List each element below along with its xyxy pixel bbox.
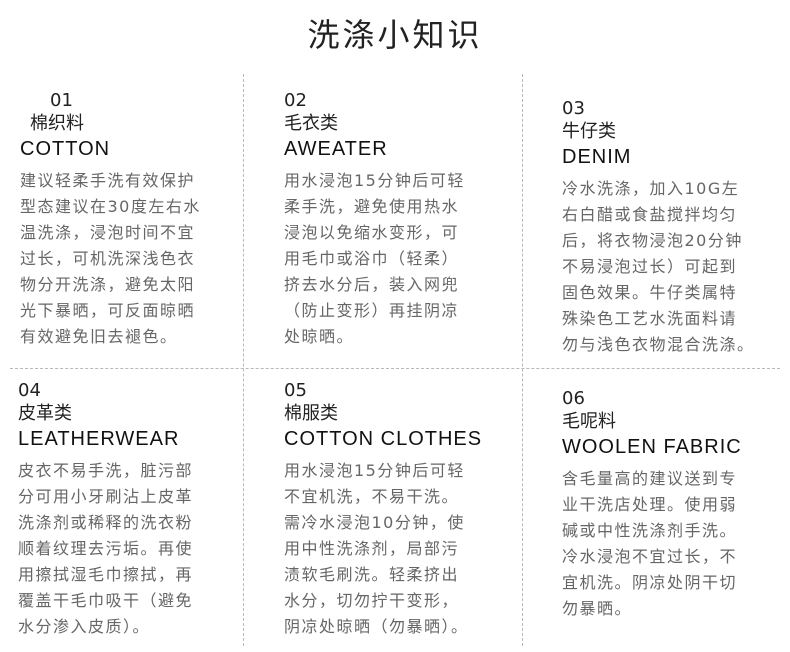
desc-line: 浸泡以免缩水变形，可: [284, 223, 460, 242]
desc-line: 宜机洗。阴凉处阴干切: [562, 573, 738, 592]
desc-line: 处晾晒。: [284, 327, 355, 346]
card-title-en: LEATHERWEAR: [18, 428, 180, 450]
desc-line: 物分开洗涤，避免太阳: [20, 275, 196, 294]
page-title: 洗涤小知识: [307, 16, 483, 54]
card-title-en: DENIM: [562, 146, 632, 168]
desc-line: 用中性洗涤剂，局部污: [284, 539, 460, 558]
desc-line: 洗涤剂或稀释的洗衣粉: [18, 513, 194, 532]
card-number: 04: [18, 380, 41, 401]
desc-line: （防止变形）再挂阴凉: [284, 301, 460, 320]
card-title-cn: 皮革类: [18, 403, 72, 424]
desc-line: 用擦拭湿毛巾擦拭，再: [18, 565, 194, 584]
desc-line: 用水浸泡15分钟后可轻: [284, 171, 465, 190]
card-cotton: 01 棉织料 COTTON 建议轻柔手洗有效保护 型态建议在30度左右水 温洗涤…: [20, 90, 242, 350]
desc-line: 顺着纹理去污垢。再使: [18, 539, 194, 558]
desc-line: 勿与浅色衣物混合洗涤。: [562, 335, 755, 354]
desc-line: 柔手洗，避免使用热水: [284, 197, 460, 216]
card-description: 用水浸泡15分钟后可轻 柔手洗，避免使用热水 浸泡以免缩水变形，可 用毛巾或浴巾…: [284, 168, 520, 350]
desc-line: 阴凉处晾晒（勿暴晒）。: [284, 617, 469, 636]
card-description: 皮衣不易手洗，脏污部 分可用小牙刷沾上皮革 洗涤剂或稀释的洗衣粉 顺着纹理去污垢…: [18, 458, 242, 640]
desc-line: 皮衣不易手洗，脏污部: [18, 461, 194, 480]
desc-line: 用水浸泡15分钟后可轻: [284, 461, 465, 480]
desc-line: 冷水浸泡不宜过长，不: [562, 547, 738, 566]
desc-line: 渍软毛刷洗。轻柔挤出: [284, 565, 460, 584]
desc-line: 后，将衣物浸泡20分钟: [562, 231, 743, 250]
card-title-en: WOOLEN FABRIC: [562, 436, 742, 458]
desc-line: 水分渗入皮质）。: [18, 617, 151, 636]
desc-line: 挤去水分后，装入网兜: [284, 275, 460, 294]
card-sweater: 02 毛衣类 AWEATER 用水浸泡15分钟后可轻 柔手洗，避免使用热水 浸泡…: [284, 90, 520, 350]
card-title-cn: 牛仔类: [562, 121, 616, 142]
desc-line: 右白醋或食盐搅拌均匀: [562, 205, 738, 224]
desc-line: 型态建议在30度左右水: [20, 197, 201, 216]
card-leather: 04 皮革类 LEATHERWEAR 皮衣不易手洗，脏污部 分可用小牙刷沾上皮革…: [18, 380, 242, 640]
desc-line: 用毛巾或浴巾（轻柔）: [284, 249, 460, 268]
desc-line: 碱或中性洗涤剂手洗。: [562, 521, 738, 540]
card-woolen-fabric: 06 毛呢料 WOOLEN FABRIC 含毛量高的建议送到专 业干洗店处理。使…: [562, 388, 788, 622]
desc-line: 固色效果。牛仔类属特: [562, 283, 738, 302]
desc-line: 业干洗店处理。使用弱: [562, 495, 738, 514]
desc-line: 温洗涤，浸泡时间不宜: [20, 223, 196, 242]
card-title-en: COTTON CLOTHES: [284, 428, 483, 450]
card-number: 03: [562, 98, 585, 119]
card-number: 01: [50, 90, 73, 111]
desc-line: 需冷水浸泡10分钟，使: [284, 513, 465, 532]
desc-line: 光下暴晒，可反面晾晒: [20, 301, 196, 320]
desc-line: 水分，切勿拧干变形，: [284, 591, 460, 610]
desc-line: 过长，可机洗深浅色衣: [20, 249, 196, 268]
card-title-en: COTTON: [20, 138, 111, 160]
card-number: 02: [284, 90, 307, 111]
desc-line: 冷水洗涤，加入10G左: [562, 179, 740, 198]
divider-horizontal: [10, 368, 780, 369]
card-title-cn: 毛呢料: [562, 411, 616, 432]
card-title-cn: 毛衣类: [284, 113, 338, 134]
card-title-en: AWEATER: [284, 138, 388, 160]
card-number: 05: [284, 380, 307, 401]
card-description: 建议轻柔手洗有效保护 型态建议在30度左右水 温洗涤，浸泡时间不宜 过长，可机洗…: [20, 168, 242, 350]
card-cotton-clothes: 05 棉服类 COTTON CLOTHES 用水浸泡15分钟后可轻 不宜机洗，不…: [284, 380, 520, 640]
desc-line: 不易浸泡过长）可起到: [562, 257, 738, 276]
card-title-cn: 棉织料: [30, 113, 84, 134]
desc-line: 不宜机洗，不易干洗。: [284, 487, 460, 506]
desc-line: 分可用小牙刷沾上皮革: [18, 487, 194, 506]
card-number: 06: [562, 388, 585, 409]
card-description: 用水浸泡15分钟后可轻 不宜机洗，不易干洗。 需冷水浸泡10分钟，使 用中性洗涤…: [284, 458, 520, 640]
card-denim: 03 牛仔类 DENIM 冷水洗涤，加入10G左 右白醋或食盐搅拌均匀 后，将衣…: [562, 98, 788, 358]
card-description: 含毛量高的建议送到专 业干洗店处理。使用弱 碱或中性洗涤剂手洗。 冷水浸泡不宜过…: [562, 466, 788, 622]
desc-line: 建议轻柔手洗有效保护: [20, 171, 196, 190]
divider-vertical-2: [522, 74, 523, 646]
card-title-cn: 棉服类: [284, 403, 338, 424]
desc-line: 覆盖干毛巾吸干（避免: [18, 591, 194, 610]
divider-vertical-1: [243, 74, 244, 646]
card-description: 冷水洗涤，加入10G左 右白醋或食盐搅拌均匀 后，将衣物浸泡20分钟 不易浸泡过…: [562, 176, 788, 358]
desc-line: 有效避免旧去褪色。: [20, 327, 178, 346]
desc-line: 含毛量高的建议送到专: [562, 469, 738, 488]
desc-line: 勿暴晒。: [562, 599, 633, 618]
desc-line: 殊染色工艺水洗面料请: [562, 309, 738, 328]
